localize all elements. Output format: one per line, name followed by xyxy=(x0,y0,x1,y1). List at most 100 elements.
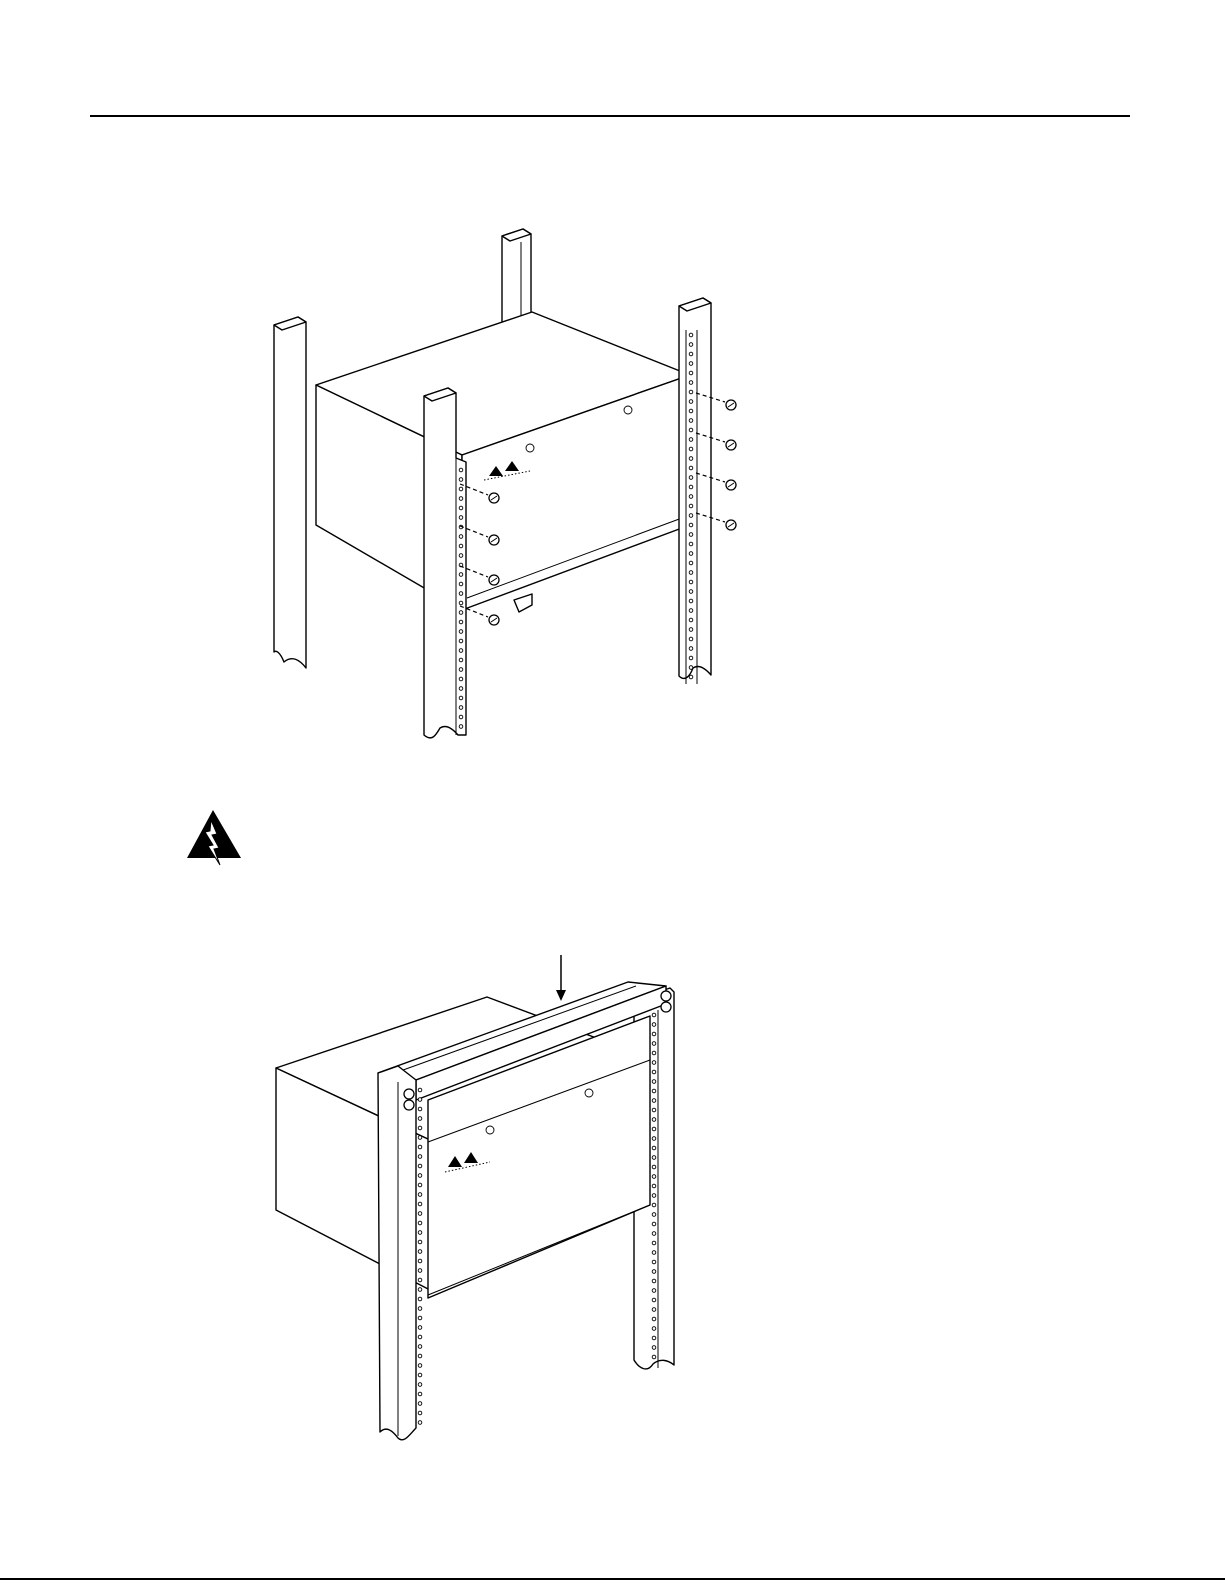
rack-hole xyxy=(652,1317,656,1321)
rack-hole xyxy=(459,601,463,605)
rack-hole xyxy=(652,1232,656,1236)
rack-hole xyxy=(459,715,463,719)
rack-hole xyxy=(459,573,463,577)
rack-hole xyxy=(689,590,693,594)
rack-hole xyxy=(689,609,693,613)
rack-hole xyxy=(689,428,693,432)
rack-hole xyxy=(689,419,693,423)
rack-hole xyxy=(418,1373,422,1377)
rack-hole xyxy=(689,447,693,451)
rack-hole xyxy=(652,1213,656,1217)
rack-hole xyxy=(689,333,693,337)
rack-hole xyxy=(459,639,463,643)
rack-hole xyxy=(689,637,693,641)
rack-hole xyxy=(689,371,693,375)
rack-hole xyxy=(652,1165,656,1169)
rack-hole xyxy=(418,1307,422,1311)
rack-hole xyxy=(459,706,463,710)
rack-hole xyxy=(418,1231,422,1235)
rack-hole xyxy=(652,1298,656,1302)
rack-hole xyxy=(459,468,463,472)
rack-hole xyxy=(459,535,463,539)
rack-hole xyxy=(652,1156,656,1160)
rack-hole xyxy=(418,1259,422,1263)
rack-hole xyxy=(689,552,693,556)
rack-hole xyxy=(652,1099,656,1103)
rack-hole xyxy=(652,1327,656,1331)
rack-hole xyxy=(418,1164,422,1168)
rack-hole xyxy=(418,1288,422,1292)
rack-upright-left xyxy=(378,1066,422,1440)
rack-hole xyxy=(418,1155,422,1159)
rack-hole xyxy=(689,466,693,470)
rack-hole xyxy=(418,1107,422,1111)
rack-hole xyxy=(652,1175,656,1179)
rack-hole xyxy=(459,516,463,520)
rack-hole xyxy=(652,1222,656,1226)
rack-hole xyxy=(652,1355,656,1359)
rack-hole xyxy=(418,1326,422,1330)
rack-hole xyxy=(689,571,693,575)
rack-hole xyxy=(652,1279,656,1283)
rack-hole xyxy=(652,1270,656,1274)
rack-hole xyxy=(652,1336,656,1340)
rack-hole xyxy=(652,1127,656,1131)
rack-post-front-right xyxy=(679,298,711,684)
rack-hole xyxy=(459,506,463,510)
rack-hole xyxy=(652,1108,656,1112)
rack-hole xyxy=(418,1278,422,1282)
rack-hole xyxy=(689,523,693,527)
rack-hole xyxy=(689,656,693,660)
rack-hole xyxy=(459,620,463,624)
rack-hole xyxy=(459,592,463,596)
rack-hole xyxy=(418,1117,422,1121)
rack-hole xyxy=(689,390,693,394)
rack-hole xyxy=(689,561,693,565)
rack-hole xyxy=(652,1251,656,1255)
rack-hole xyxy=(418,1335,422,1339)
rack-hole xyxy=(689,381,693,385)
rack-hole xyxy=(418,1202,422,1206)
rack-hole xyxy=(689,542,693,546)
rack-hole xyxy=(418,1354,422,1358)
rack-hole xyxy=(652,1203,656,1207)
rack-hole xyxy=(418,1174,422,1178)
rack-hole xyxy=(418,1402,422,1406)
rack-hole xyxy=(418,1345,422,1349)
rack-post-back-left xyxy=(274,317,306,668)
rack-hole xyxy=(689,438,693,442)
rack-hole xyxy=(689,533,693,537)
rack-hole xyxy=(418,1136,422,1140)
rack-hole xyxy=(418,1411,422,1415)
rack-hole xyxy=(459,497,463,501)
rack-hole xyxy=(459,687,463,691)
rack-hole xyxy=(418,1250,422,1254)
rack-hole xyxy=(689,485,693,489)
rack-hole xyxy=(652,1023,656,1027)
rack-hole xyxy=(459,487,463,491)
rack-hole xyxy=(418,1392,422,1396)
rack-hole xyxy=(418,1297,422,1301)
rack-hole xyxy=(418,1269,422,1273)
rack-hole xyxy=(689,495,693,499)
rack-hole xyxy=(652,1032,656,1036)
rack-hole xyxy=(459,696,463,700)
rack-hole xyxy=(459,544,463,548)
arrow-down-icon xyxy=(556,955,566,1001)
rack-hole xyxy=(652,1346,656,1350)
rack-hole xyxy=(418,1193,422,1197)
rack-hole xyxy=(418,1098,422,1102)
figure-rack-mount-two-post xyxy=(0,790,1225,1550)
rack-hole xyxy=(418,1383,422,1387)
rack-hole xyxy=(459,668,463,672)
rack-hole xyxy=(418,1364,422,1368)
rack-hole xyxy=(418,1088,422,1092)
rack-hole xyxy=(418,1240,422,1244)
rack-hole xyxy=(459,649,463,653)
rack-hole xyxy=(459,582,463,586)
rack-hole xyxy=(459,611,463,615)
rack-hole xyxy=(689,580,693,584)
rack-hole xyxy=(418,1145,422,1149)
rack-hole xyxy=(652,1013,656,1017)
rack-hole xyxy=(418,1126,422,1130)
